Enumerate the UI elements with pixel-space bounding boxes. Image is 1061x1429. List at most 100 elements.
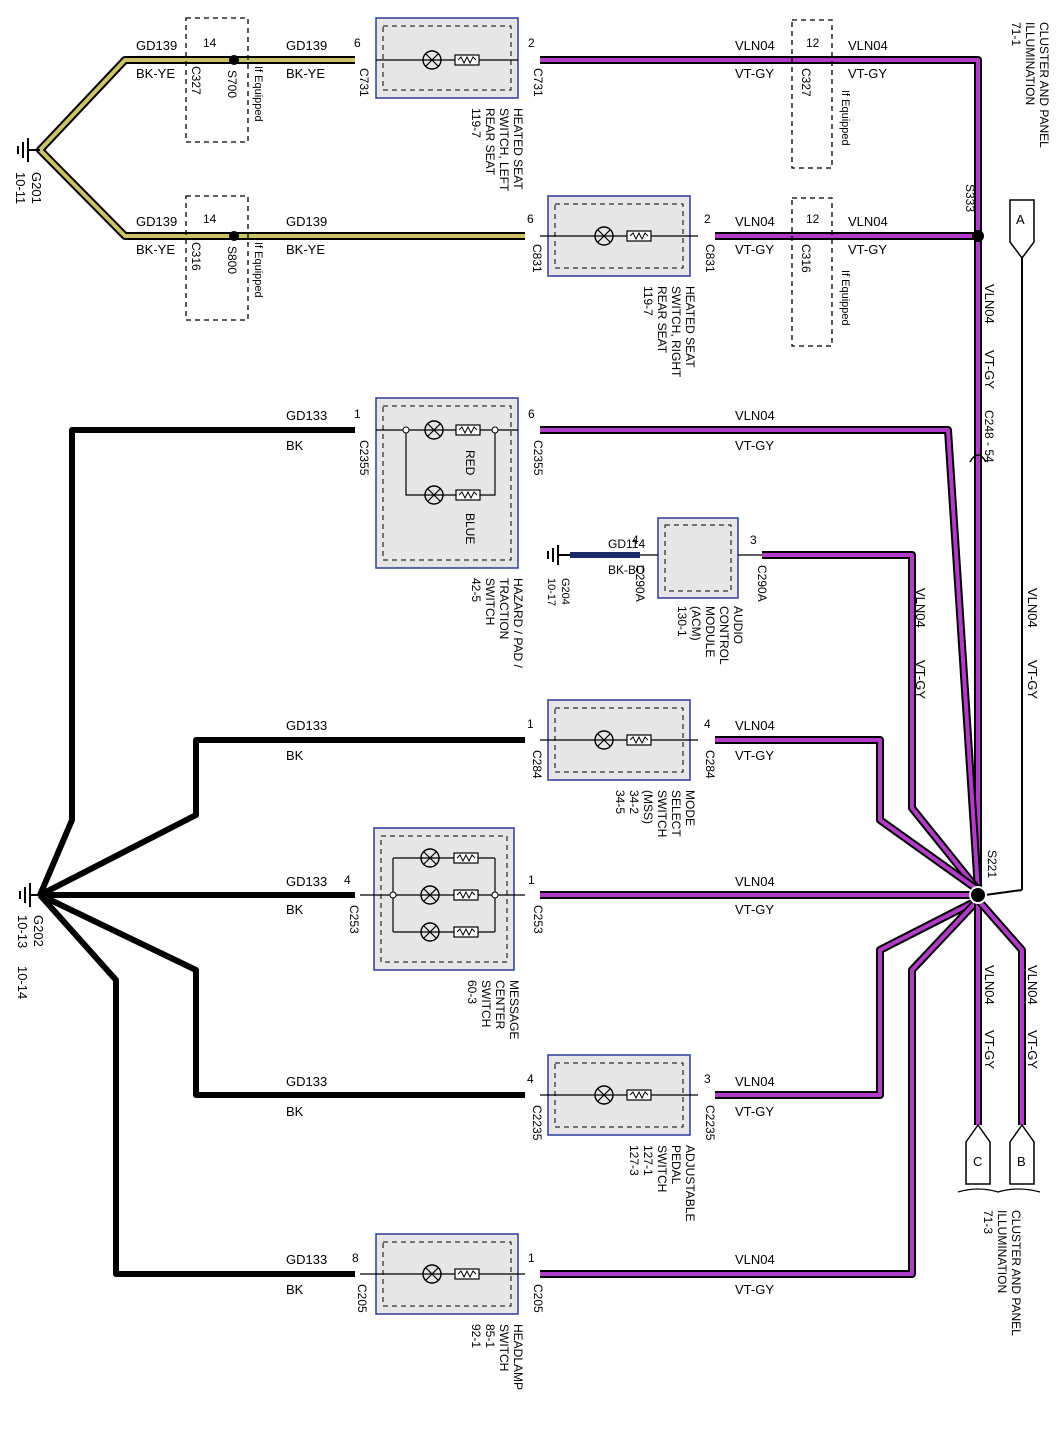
wire-vtgy-label: VT-GY [982, 350, 997, 389]
wire-vtgy-label: VT-GY [735, 1282, 774, 1297]
svg-text:HEATED SEAT: HEATED SEAT [683, 286, 697, 368]
svg-text:119-7: 119-7 [641, 286, 655, 316]
svg-text:MESSAGE: MESSAGE [507, 980, 521, 1039]
ground-g201-label: G201 [29, 172, 44, 204]
message-center-switch [373, 827, 515, 971]
offpage-a-wire [984, 258, 1023, 896]
wire-gd139-label: GD139 [286, 38, 327, 53]
svg-text:(ACM): (ACM) [689, 606, 703, 641]
row-message-center-switch: GD133 BK 4 1 C253 C253 MESSAGE CENTER SW… [286, 827, 775, 1039]
pin-4: 4 [344, 873, 351, 887]
svg-text:HEADLAMP: HEADLAMP [511, 1324, 525, 1390]
wire-vln04-label: VLN04 [735, 38, 775, 53]
wire-vln04-label: VLN04 [735, 408, 775, 423]
svg-text:60-3: 60-3 [465, 980, 479, 1004]
splice-s800-label: S800 [225, 246, 239, 274]
splice-s333 [972, 230, 984, 242]
ground-g204: G204 10-17 [545, 545, 571, 606]
svg-text:SWITCH: SWITCH [497, 1324, 511, 1371]
svg-text:(MSS): (MSS) [641, 790, 655, 824]
ground-g202: G202 10-13 10-14 [15, 883, 46, 999]
pin-6: 6 [354, 36, 361, 50]
row-mode-select-switch: GD133 BK 1 4 C284 C284 MODE SELECT SWITC… [286, 699, 775, 837]
message-center-title: MESSAGE CENTER SWITCH 60-3 [465, 980, 521, 1039]
svg-text:92-1: 92-1 [469, 1324, 483, 1348]
svg-text:REAR SEAT: REAR SEAT [655, 286, 669, 354]
wire-vln04-label: VLN04 [982, 284, 997, 324]
svg-text:SWITCH: SWITCH [479, 980, 493, 1027]
wire-vtgy-label: VT-GY [913, 660, 928, 699]
connector-c2235-right-label: C2235 [703, 1105, 717, 1141]
pin-4: 4 [632, 533, 639, 547]
connector-c831-right-label: C831 [703, 244, 717, 273]
offpage-connector-c[interactable]: C [965, 1123, 991, 1185]
svg-text:85-1: 85-1 [483, 1324, 497, 1348]
if-equipped-label: If Equipped [839, 270, 851, 326]
pin-14: 14 [203, 36, 217, 50]
pin-1: 1 [528, 873, 535, 887]
connector-c253-left-label: C253 [347, 905, 361, 934]
svg-text:ILLUMINATION: ILLUMINATION [995, 1210, 1009, 1293]
connector-c731-left-label: C731 [357, 68, 371, 97]
wire-vtgy-label: VT-GY [1025, 660, 1040, 699]
connector-c316-label: C316 [189, 242, 203, 271]
wire-vtgy-label: VT-GY [735, 438, 774, 453]
pin-12: 12 [806, 212, 820, 226]
wire-bk-label: BK [286, 1104, 304, 1119]
svg-text:REAR SEAT: REAR SEAT [483, 108, 497, 176]
svg-text:119-7: 119-7 [469, 108, 483, 138]
row-adjustable-pedal-switch: GD133 BK 4 3 C2235 C2235 ADJUSTABLE PEDA… [286, 1054, 775, 1221]
svg-text:SWITCH: SWITCH [655, 790, 669, 837]
wire-vtgy-label: VT-GY [735, 1104, 774, 1119]
pin-8: 8 [352, 1251, 359, 1265]
ground-g202-ref1: 10-13 [15, 915, 30, 948]
ground-g201: G201 10-11 [13, 138, 44, 204]
wire-vln04-label: VLN04 [735, 718, 775, 733]
wire-vtgy-label: VT-GY [735, 902, 774, 917]
connector-c327-right-label: C327 [799, 68, 813, 97]
wire-vtgy-label: VT-GY [735, 748, 774, 763]
connector-c2355-left-label: C2355 [357, 440, 371, 476]
svg-text:34-2: 34-2 [627, 790, 641, 814]
svg-text:B: B [1017, 1154, 1026, 1169]
connector-c316-right-label: C316 [799, 244, 813, 273]
wire-vln04-label: VLN04 [848, 214, 888, 229]
wire-vln04-label: VLN04 [735, 214, 775, 229]
row-hazard-switch: GD133 BK RED BLUE 1 6 C2355 C2355 HAZARD… [286, 397, 775, 668]
row-headlamp-switch: GD133 BK 8 1 C205 C205 HEADLAMP SWITCH 8… [286, 1233, 775, 1390]
row-heated-seat-left: 14 C327 S700 If Equipped GD139 BK-YE GD1… [136, 17, 888, 192]
audio-control-module [657, 517, 739, 599]
offpage-connector-a[interactable]: A [1009, 199, 1035, 260]
svg-text:CLUSTER AND PANEL: CLUSTER AND PANEL [1037, 22, 1051, 148]
offpage-bottom-brace [957, 1188, 1041, 1193]
pin-2: 2 [528, 36, 535, 50]
wire-gd139-label: GD139 [136, 214, 177, 229]
lamp-blue-label: BLUE [463, 513, 477, 544]
wire-gd133-label: GD133 [286, 874, 327, 889]
svg-text:MODULE: MODULE [703, 606, 717, 657]
vln04-trunk [540, 56, 1026, 1278]
connector-c284-left-label: C284 [530, 750, 544, 779]
heated-seat-right-title: HEATED SEAT SWITCH, RIGHT REAR SEAT 119-… [641, 286, 697, 378]
pin-1: 1 [527, 717, 534, 731]
ground-g204-label: G204 [559, 578, 571, 605]
svg-text:42-5: 42-5 [469, 578, 483, 602]
wire-gd114-label: GD114 [608, 537, 645, 551]
connector-c290a-left-label: C290A [633, 565, 647, 602]
svg-text:SWITCH, RIGHT: SWITCH, RIGHT [669, 286, 683, 378]
wire-vtgy-label: VT-GY [735, 66, 774, 81]
wire-vtgy-label: VT-GY [982, 1030, 997, 1069]
ground-g201-ref: 10-11 [13, 172, 28, 204]
connector-c290a-right-label: C290A [755, 565, 769, 602]
svg-text:ILLUMINATION: ILLUMINATION [1023, 22, 1037, 105]
svg-text:PEDAL: PEDAL [669, 1145, 683, 1185]
wire-vln04-label: VLN04 [1025, 588, 1040, 628]
if-equipped-label: If Equipped [252, 66, 264, 122]
svg-text:HEATED SEAT: HEATED SEAT [511, 108, 525, 190]
wire-bkye-label: BK-YE [286, 66, 325, 81]
offpage-connector-b[interactable]: B [1009, 1123, 1035, 1185]
splice-s221-label: S221 [985, 850, 999, 878]
svg-text:CLUSTER AND PANEL: CLUSTER AND PANEL [1009, 1210, 1023, 1336]
connector-c248-symbol [969, 454, 987, 463]
